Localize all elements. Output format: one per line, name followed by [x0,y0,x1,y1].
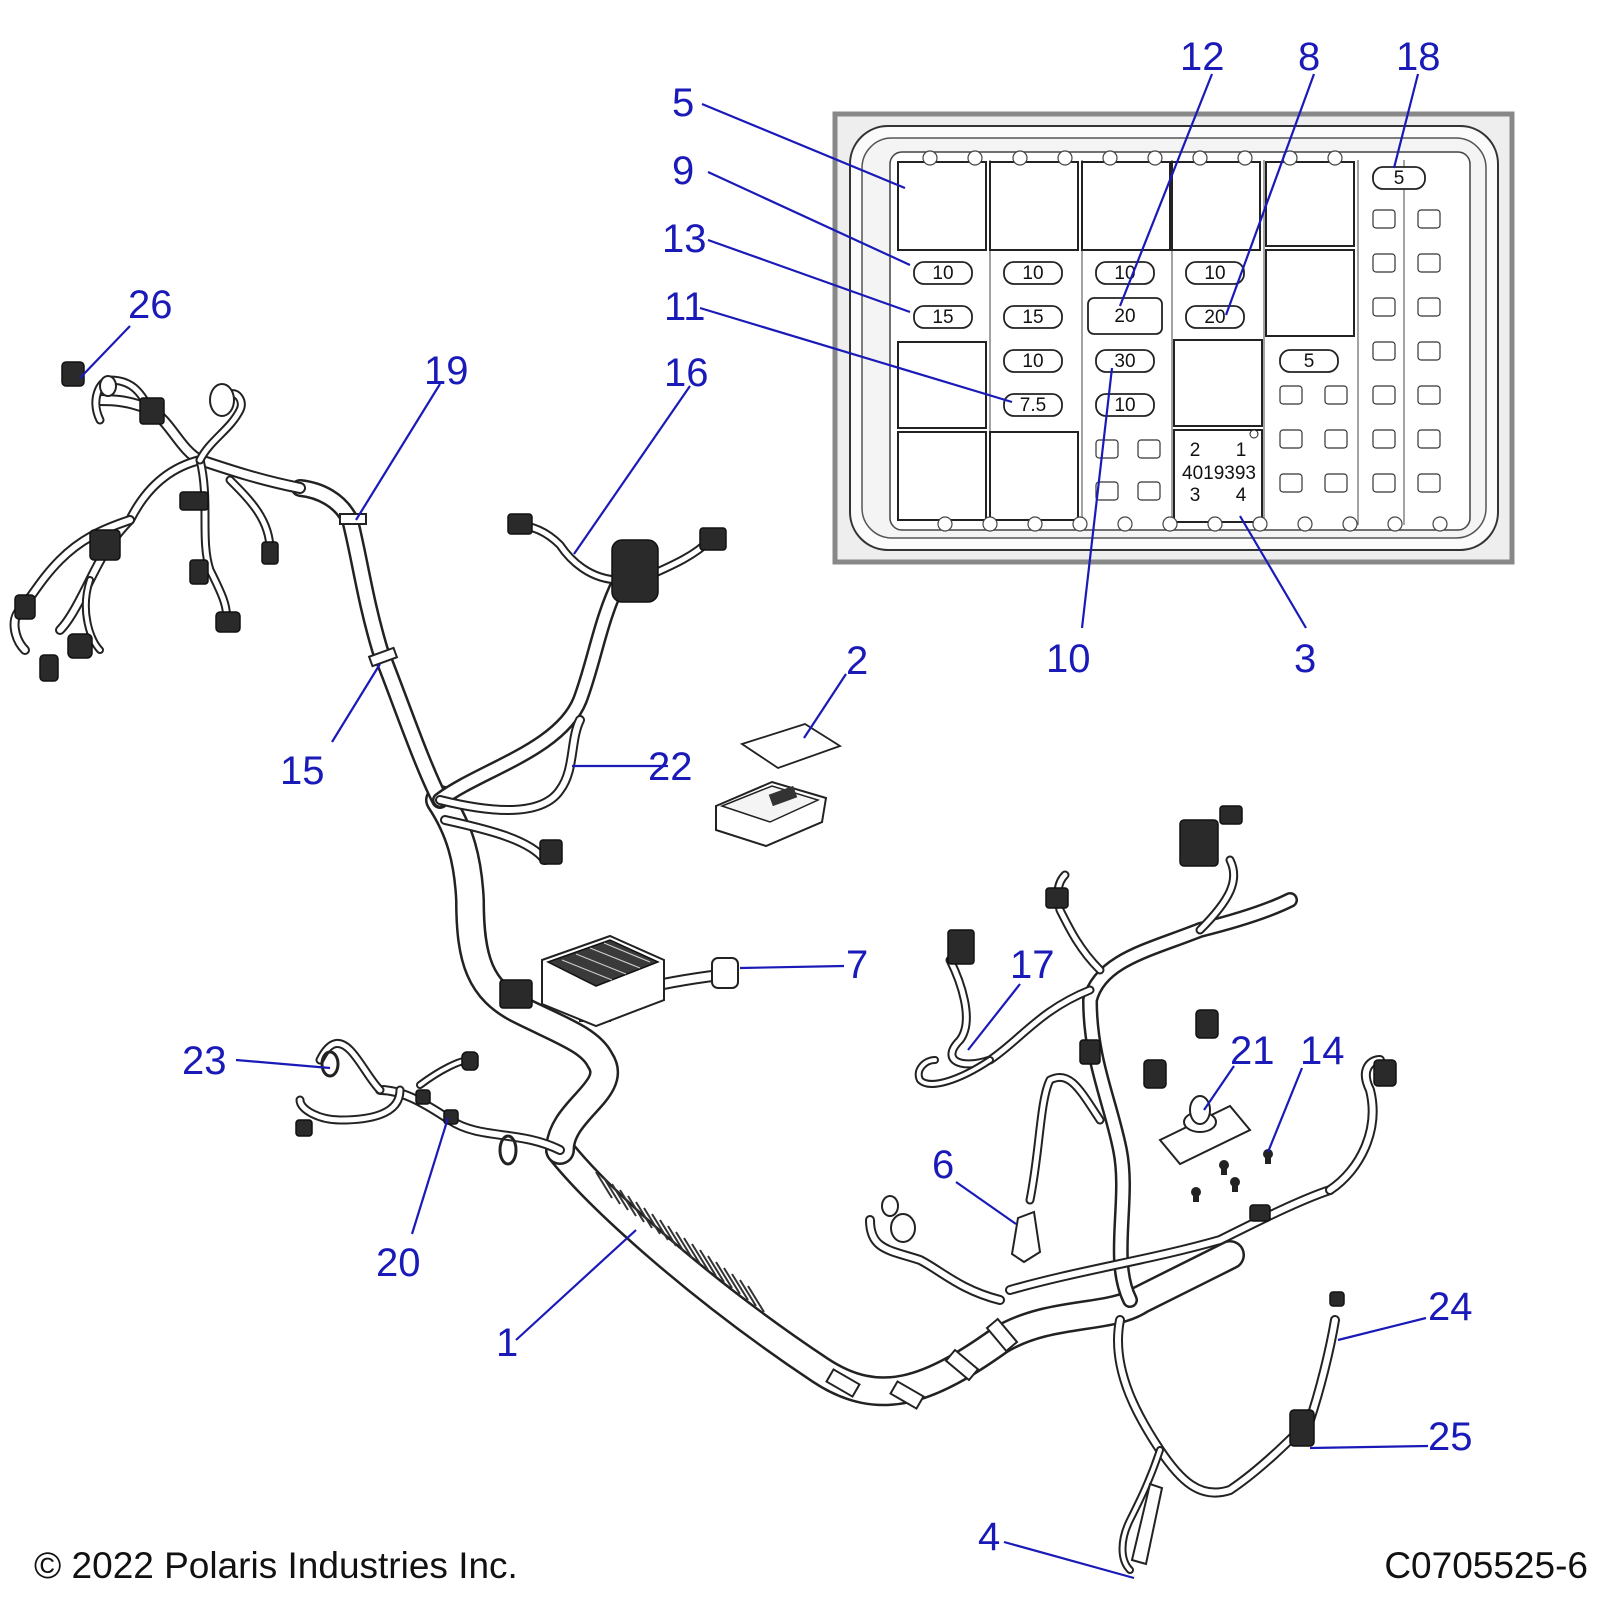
relay [1265,161,1355,247]
relay [989,431,1079,521]
fuse-10 [1095,393,1155,417]
fuse-amp-label: 10 [1114,395,1135,416]
relay-pin-1: 1 [1236,440,1247,461]
callout-24: 24 [1428,1285,1473,1329]
relay [1081,161,1171,251]
relay-3 [1173,429,1263,523]
fuse [1095,261,1155,285]
upper-left-harness [9,361,399,682]
callout-11: 11 [664,285,706,329]
callout-23: 23 [182,1039,227,1083]
fuse-amp-label: 5 [1304,351,1315,372]
callout-22: 22 [648,745,693,789]
fuse-amp-label: 7.5 [1020,395,1046,416]
callout-14: 14 [1300,1029,1345,1073]
fuse [913,305,973,329]
callout-25: 25 [1428,1415,1473,1459]
callout-4: 4 [978,1515,1000,1559]
fuse-amp-label: 15 [932,307,953,328]
fuse [1003,261,1063,285]
leader-lines [79,73,1429,1580]
relay [1173,339,1263,427]
fuse-amp-label: 10 [1022,351,1043,372]
connector-16 [507,513,727,865]
fuse [1003,305,1063,329]
relay-pin-3: 3 [1190,485,1201,506]
relay [897,431,987,521]
callout-20: 20 [376,1241,421,1285]
relay-pin-2: 2 [1190,440,1201,461]
fuse-amp-label: 5 [1394,168,1405,189]
fuse [1003,349,1063,373]
fuse-amp-label: 20 [1204,307,1225,328]
relay-pin-4: 4 [1236,485,1247,506]
fuse-amp-label: 30 [1114,351,1135,372]
callout-7: 7 [846,943,868,987]
callout-10: 10 [1046,637,1091,681]
fuse-amp-label: 15 [1022,307,1043,328]
callout-19: 19 [424,349,469,393]
callout-labels: 5 9 13 11 12 8 18 10 3 2 26 19 16 15 22 … [128,35,1473,1559]
main-harness [291,479,1385,1574]
callout-16: 16 [664,351,709,395]
callout-5: 5 [672,81,694,125]
fuse-12 [1087,297,1163,335]
callout-3: 3 [1294,637,1316,681]
relay [1265,249,1355,337]
fuse-amp-label: 20 [1114,306,1135,327]
callout-1: 1 [496,1321,518,1365]
fuse-box-inset: 2 1 4019393 3 4 5 10 10 10 10 15 15 [832,111,1515,565]
fuse [1279,349,1339,373]
fuse [1095,349,1155,373]
fuse-11 [1003,393,1063,417]
callout-6: 6 [932,1143,954,1187]
drawing-id: C0705525-6 [1384,1545,1588,1586]
right-side-components [881,805,1397,1566]
callout-18: 18 [1396,35,1441,79]
callout-26: 26 [128,283,173,327]
callout-15: 15 [280,749,325,793]
part-2-module [715,723,843,848]
fuse-amp-label: 10 [1204,263,1225,284]
relay-5 [897,161,987,251]
relay [1171,161,1261,251]
relay [989,161,1079,251]
fuse [913,261,973,285]
callout-12: 12 [1180,35,1225,79]
callout-13: 13 [662,217,707,261]
relay [897,341,987,429]
control-module [499,934,739,1028]
callout-17: 17 [1010,943,1055,987]
copyright-notice: © 2022 Polaris Industries Inc. [34,1545,518,1586]
callout-21: 21 [1230,1029,1275,1073]
relay-part-number: 4019393 [1182,463,1256,484]
fuse-8 [1185,305,1245,329]
fuse-amp-label: 10 [932,263,953,284]
fuse-18 [1372,166,1426,190]
callout-2: 2 [846,639,868,683]
fuse [1185,261,1245,285]
harness-20-23 [295,1039,518,1166]
callout-9: 9 [672,149,694,193]
callout-8: 8 [1298,35,1320,79]
fuse-amp-label: 10 [1022,263,1043,284]
